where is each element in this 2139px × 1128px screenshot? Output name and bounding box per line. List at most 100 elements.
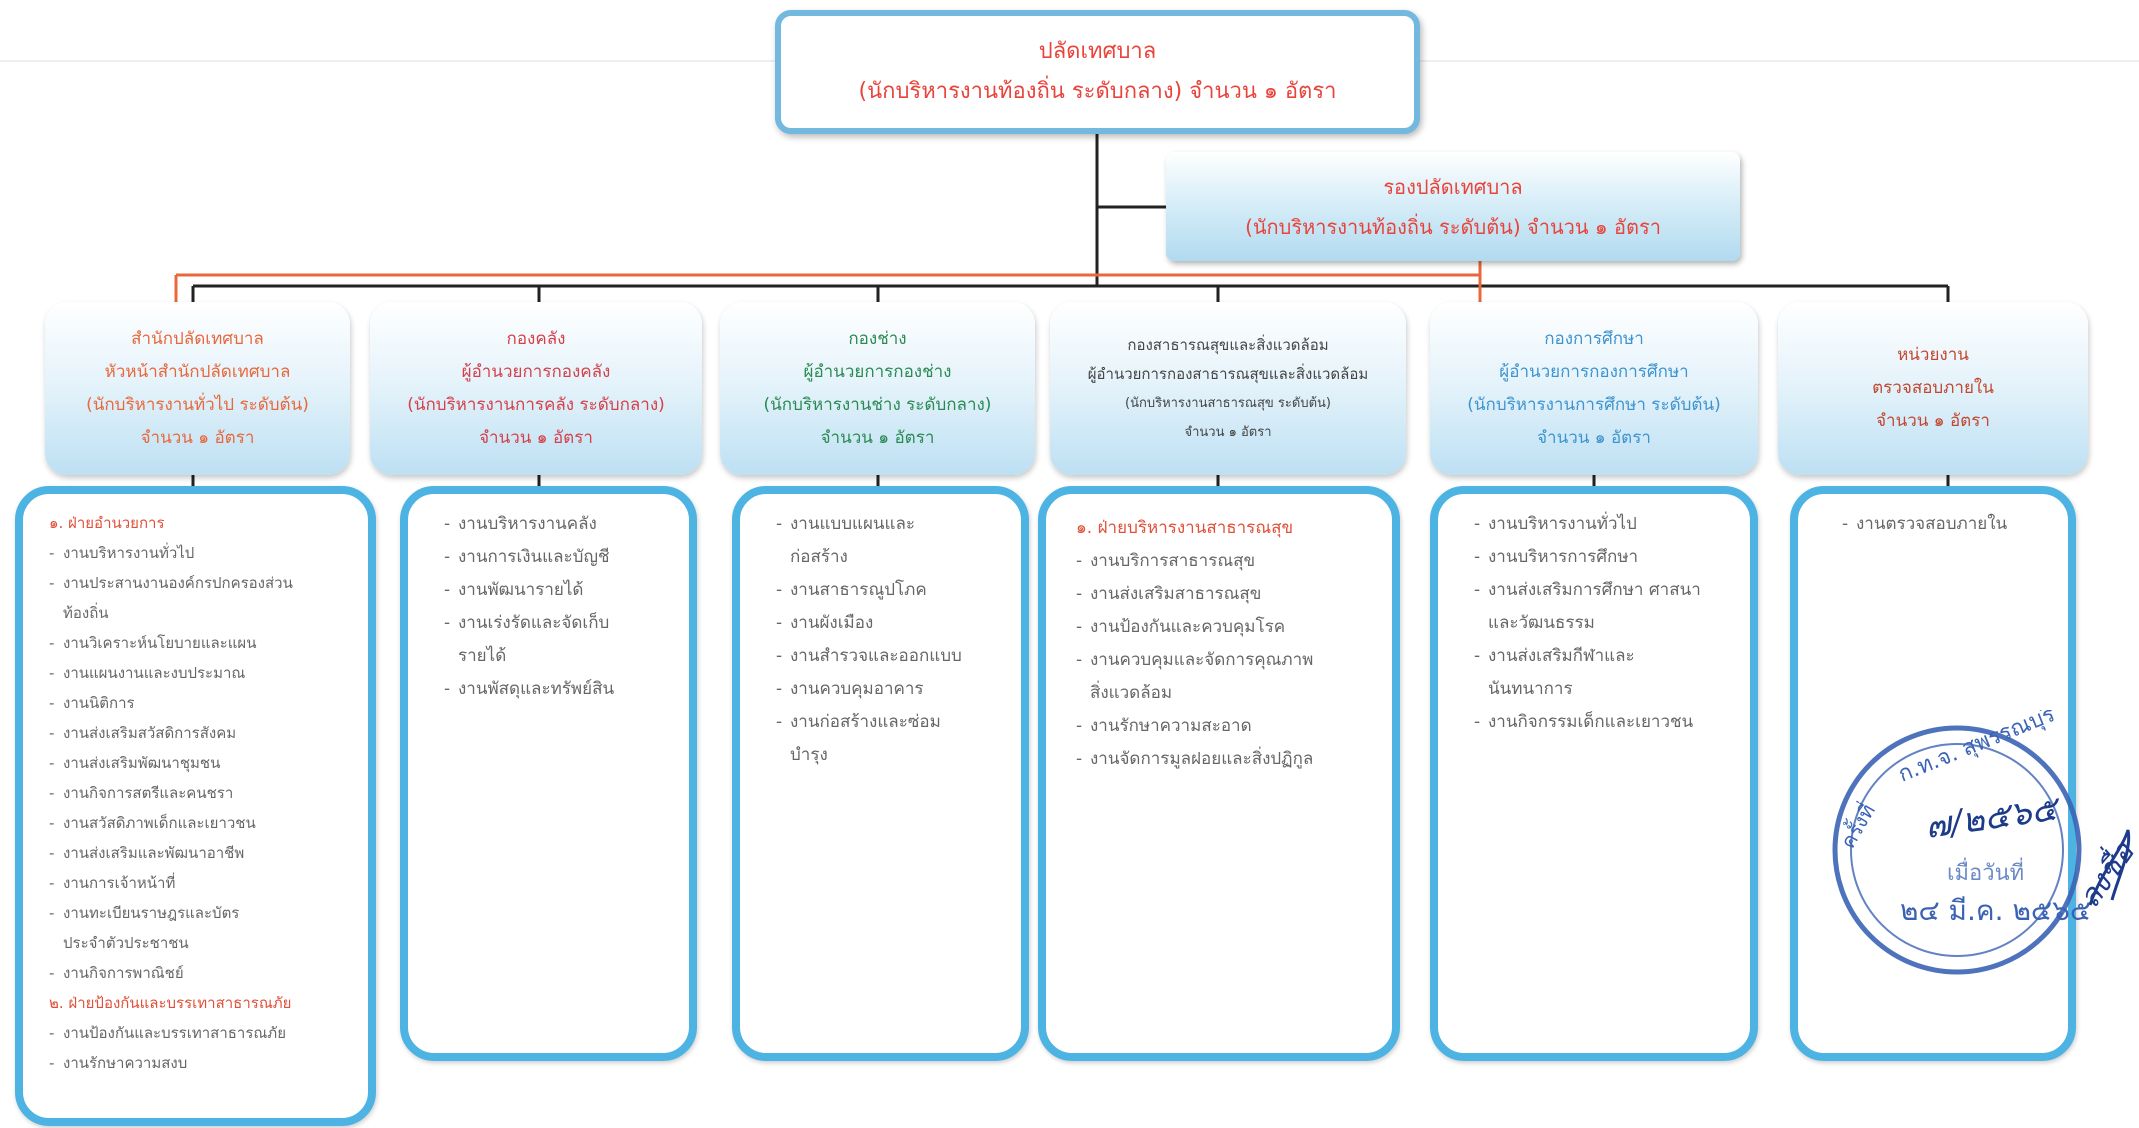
- dash-mark: -: [49, 754, 55, 772]
- task-box-health: ๑. ฝ่ายบริหารงานสาธารณสุข -งานบริการสาธา…: [1038, 486, 1400, 1061]
- task-item: -งานการเงินและบัญชี: [444, 541, 673, 574]
- task-item-cont: สิ่งแวดล้อม: [1076, 677, 1376, 710]
- chief-box: ปลัดเทศบาล (นักบริหารงานท้องถิ่น ระดับกล…: [775, 10, 1420, 134]
- task-item: -งานแผนงานและงบประมาณ: [49, 658, 352, 688]
- task-text: งานส่งเสริมการศึกษา ศาสนา: [1488, 580, 1701, 600]
- task-item-cont: และวัฒนธรรม: [1474, 607, 1734, 640]
- task-item: -งานพัฒนารายได้: [444, 574, 673, 607]
- task-text: งานบริหารการศึกษา: [1488, 547, 1639, 567]
- task-item: -งานเร่งรัดและจัดเก็บ: [444, 607, 673, 640]
- task-item: -งานพัสดุและทรัพย์สิน: [444, 673, 673, 706]
- task-text: งานการเจ้าหน้าที่: [63, 874, 176, 892]
- task-text: งานนิติการ: [63, 694, 135, 712]
- task-text: นันทนาการ: [1488, 679, 1573, 699]
- dash-mark: -: [1076, 650, 1083, 670]
- dash-mark: -: [49, 964, 55, 982]
- dash-mark: -: [444, 580, 451, 600]
- task-item: -งานรักษาความสะอาด: [1076, 710, 1376, 743]
- task-item-cont: ก่อสร้าง: [776, 541, 1005, 574]
- task-item: -งานส่งเสริมพัฒนาชุมชน: [49, 748, 352, 778]
- task-text: ท้องถิ่น: [63, 604, 109, 622]
- dash-mark: -: [776, 613, 783, 633]
- task-text: งานควบคุมและจัดการคุณภาพ: [1090, 650, 1314, 670]
- dept-line: ผู้อำนวยการกองคลัง: [461, 361, 611, 382]
- dept-line: ผู้อำนวยการกองการศึกษา: [1499, 361, 1689, 382]
- task-item: -งานผังเมือง: [776, 607, 1005, 640]
- task-box-finance: -งานบริหารงานคลัง -งานการเงินและบัญชี -ง…: [400, 486, 697, 1061]
- deputy-subtitle: (นักบริหารงานท้องถิ่น ระดับต้น) จำนวน ๑ …: [1245, 214, 1661, 239]
- task-text: งานสวัสดิภาพเด็กและเยาวชน: [63, 814, 256, 832]
- dash-mark: -: [776, 712, 783, 732]
- dept-line: กองคลัง: [506, 328, 566, 349]
- task-item: -งานควบคุมและจัดการคุณภาพ: [1076, 644, 1376, 677]
- dept-box-audit: หน่วยงาน ตรวจสอบภายใน จำนวน ๑ อัตรา: [1778, 302, 2088, 475]
- task-text: งานบริหารงานทั่วไป: [1488, 514, 1637, 534]
- dash-mark: -: [1474, 514, 1481, 534]
- dash-mark: -: [776, 679, 783, 699]
- task-item: -งานส่งเสริมและพัฒนาอาชีพ: [49, 838, 352, 868]
- task-item: -งานส่งเสริมสวัสดิการสังคม: [49, 718, 352, 748]
- dash-mark: -: [1842, 514, 1849, 534]
- task-text: งานส่งเสริมและพัฒนาอาชีพ: [63, 844, 245, 862]
- task-text: งานสำรวจและออกแบบ: [790, 646, 962, 666]
- task-item: -งานจัดการมูลฝอยและสิ่งปฏิกูล: [1076, 743, 1376, 776]
- signature-stroke: [2088, 829, 2131, 906]
- task-item-cont: ประจำตัวประชาชน: [49, 928, 352, 958]
- dash-mark: -: [1076, 617, 1083, 637]
- task-text: งานบริหารงานทั่วไป: [63, 544, 195, 562]
- task-item: -งานกิจการพาณิชย์: [49, 958, 352, 988]
- task-text: งานส่งเสริมสวัสดิการสังคม: [63, 724, 237, 742]
- dash-mark: -: [1076, 749, 1083, 769]
- task-text: งานส่งเสริมสาธารณสุข: [1090, 584, 1262, 604]
- task-heading: ๒. ฝ่ายป้องกันและบรรเทาสาธารณภัย: [49, 994, 292, 1012]
- dept-line: กองการศึกษา: [1544, 328, 1644, 349]
- dept-line: ผู้อำนวยการกองสาธารณสุขและสิ่งแวดล้อม: [1087, 364, 1369, 383]
- task-text: และวัฒนธรรม: [1488, 613, 1595, 633]
- deputy-box: รองปลัดเทศบาล (นักบริหารงานท้องถิ่น ระดั…: [1166, 152, 1740, 261]
- task-text: บำรุง: [790, 745, 828, 765]
- task-item: -งานรักษาความสงบ: [49, 1048, 352, 1078]
- stamp-number-text: ๗/๒๕๖๕: [1923, 788, 2064, 847]
- dept-box-office: สำนักปลัดเทศบาล หัวหน้าสำนักปลัดเทศบาล (…: [45, 302, 350, 475]
- task-item: -งานกิจกรรมเด็กและเยาวชน: [1474, 706, 1734, 739]
- task-text: งานส่งเสริมพัฒนาชุมชน: [63, 754, 221, 772]
- task-item-cont: รายได้: [444, 640, 673, 673]
- dept-line: (นักบริหารงานการคลัง ระดับกลาง): [407, 394, 665, 415]
- dept-line: (นักบริหารงานทั่วไป ระดับต้น): [86, 394, 309, 415]
- task-item: -งานบริหารการศึกษา: [1474, 541, 1734, 574]
- task-text: รายได้: [458, 646, 507, 666]
- task-item-cont: นันทนาการ: [1474, 673, 1734, 706]
- dash-mark: -: [444, 613, 451, 633]
- dept-line: (นักบริหารงานสาธารณสุข ระดับต้น): [1125, 395, 1331, 411]
- dept-line: จำนวน ๑ อัตรา: [1184, 424, 1272, 440]
- dept-line: (นักบริหารงานช่าง ระดับกลาง): [763, 394, 992, 415]
- task-item: -งานทะเบียนราษฎรและบัตร: [49, 898, 352, 928]
- dept-line: สำนักปลัดเทศบาล: [131, 328, 264, 349]
- task-item: -งานสำรวจและออกแบบ: [776, 640, 1005, 673]
- dash-mark: -: [49, 874, 55, 892]
- dept-line: จำนวน ๑ อัตรา: [479, 427, 593, 448]
- task-list: -งานตรวจสอบภายใน: [1842, 508, 2052, 541]
- task-text: งานตรวจสอบภายใน: [1856, 514, 2008, 534]
- dash-mark: -: [49, 544, 55, 562]
- task-text: ก่อสร้าง: [790, 547, 848, 567]
- dash-mark: -: [49, 664, 55, 682]
- deputy-title: รองปลัดเทศบาล: [1383, 174, 1523, 199]
- task-item-cont: ท้องถิ่น: [49, 598, 352, 628]
- task-item: -งานป้องกันและควบคุมโรค: [1076, 611, 1376, 644]
- task-heading: ๑. ฝ่ายอำนวยการ: [49, 514, 165, 532]
- task-text: งานพัฒนารายได้: [458, 580, 584, 600]
- dash-mark: -: [49, 724, 55, 742]
- task-list: -งานบริหารงานทั่วไป -งานบริหารการศึกษา -…: [1474, 508, 1734, 739]
- dept-box-finance: กองคลัง ผู้อำนวยการกองคลัง (นักบริหารงาน…: [370, 302, 702, 475]
- task-box-engineering: -งานแบบแผนและ ก่อสร้าง -งานสาธารณูปโภค -…: [732, 486, 1029, 1061]
- dash-mark: -: [49, 634, 55, 652]
- task-text: งานป้องกันและบรรเทาสาธารณภัย: [63, 1024, 286, 1042]
- task-text: งานการเงินและบัญชี: [458, 547, 610, 567]
- task-item: -งานป้องกันและบรรเทาสาธารณภัย: [49, 1018, 352, 1048]
- dept-box-health: กองสาธารณสุขและสิ่งแวดล้อม ผู้อำนวยการกอ…: [1050, 302, 1406, 475]
- dash-mark: -: [1474, 580, 1481, 600]
- task-text: งานกิจการสตรีและคนชรา: [63, 784, 234, 802]
- dash-mark: -: [444, 547, 451, 567]
- task-item: -งานวิเคราะห์นโยบายและแผน: [49, 628, 352, 658]
